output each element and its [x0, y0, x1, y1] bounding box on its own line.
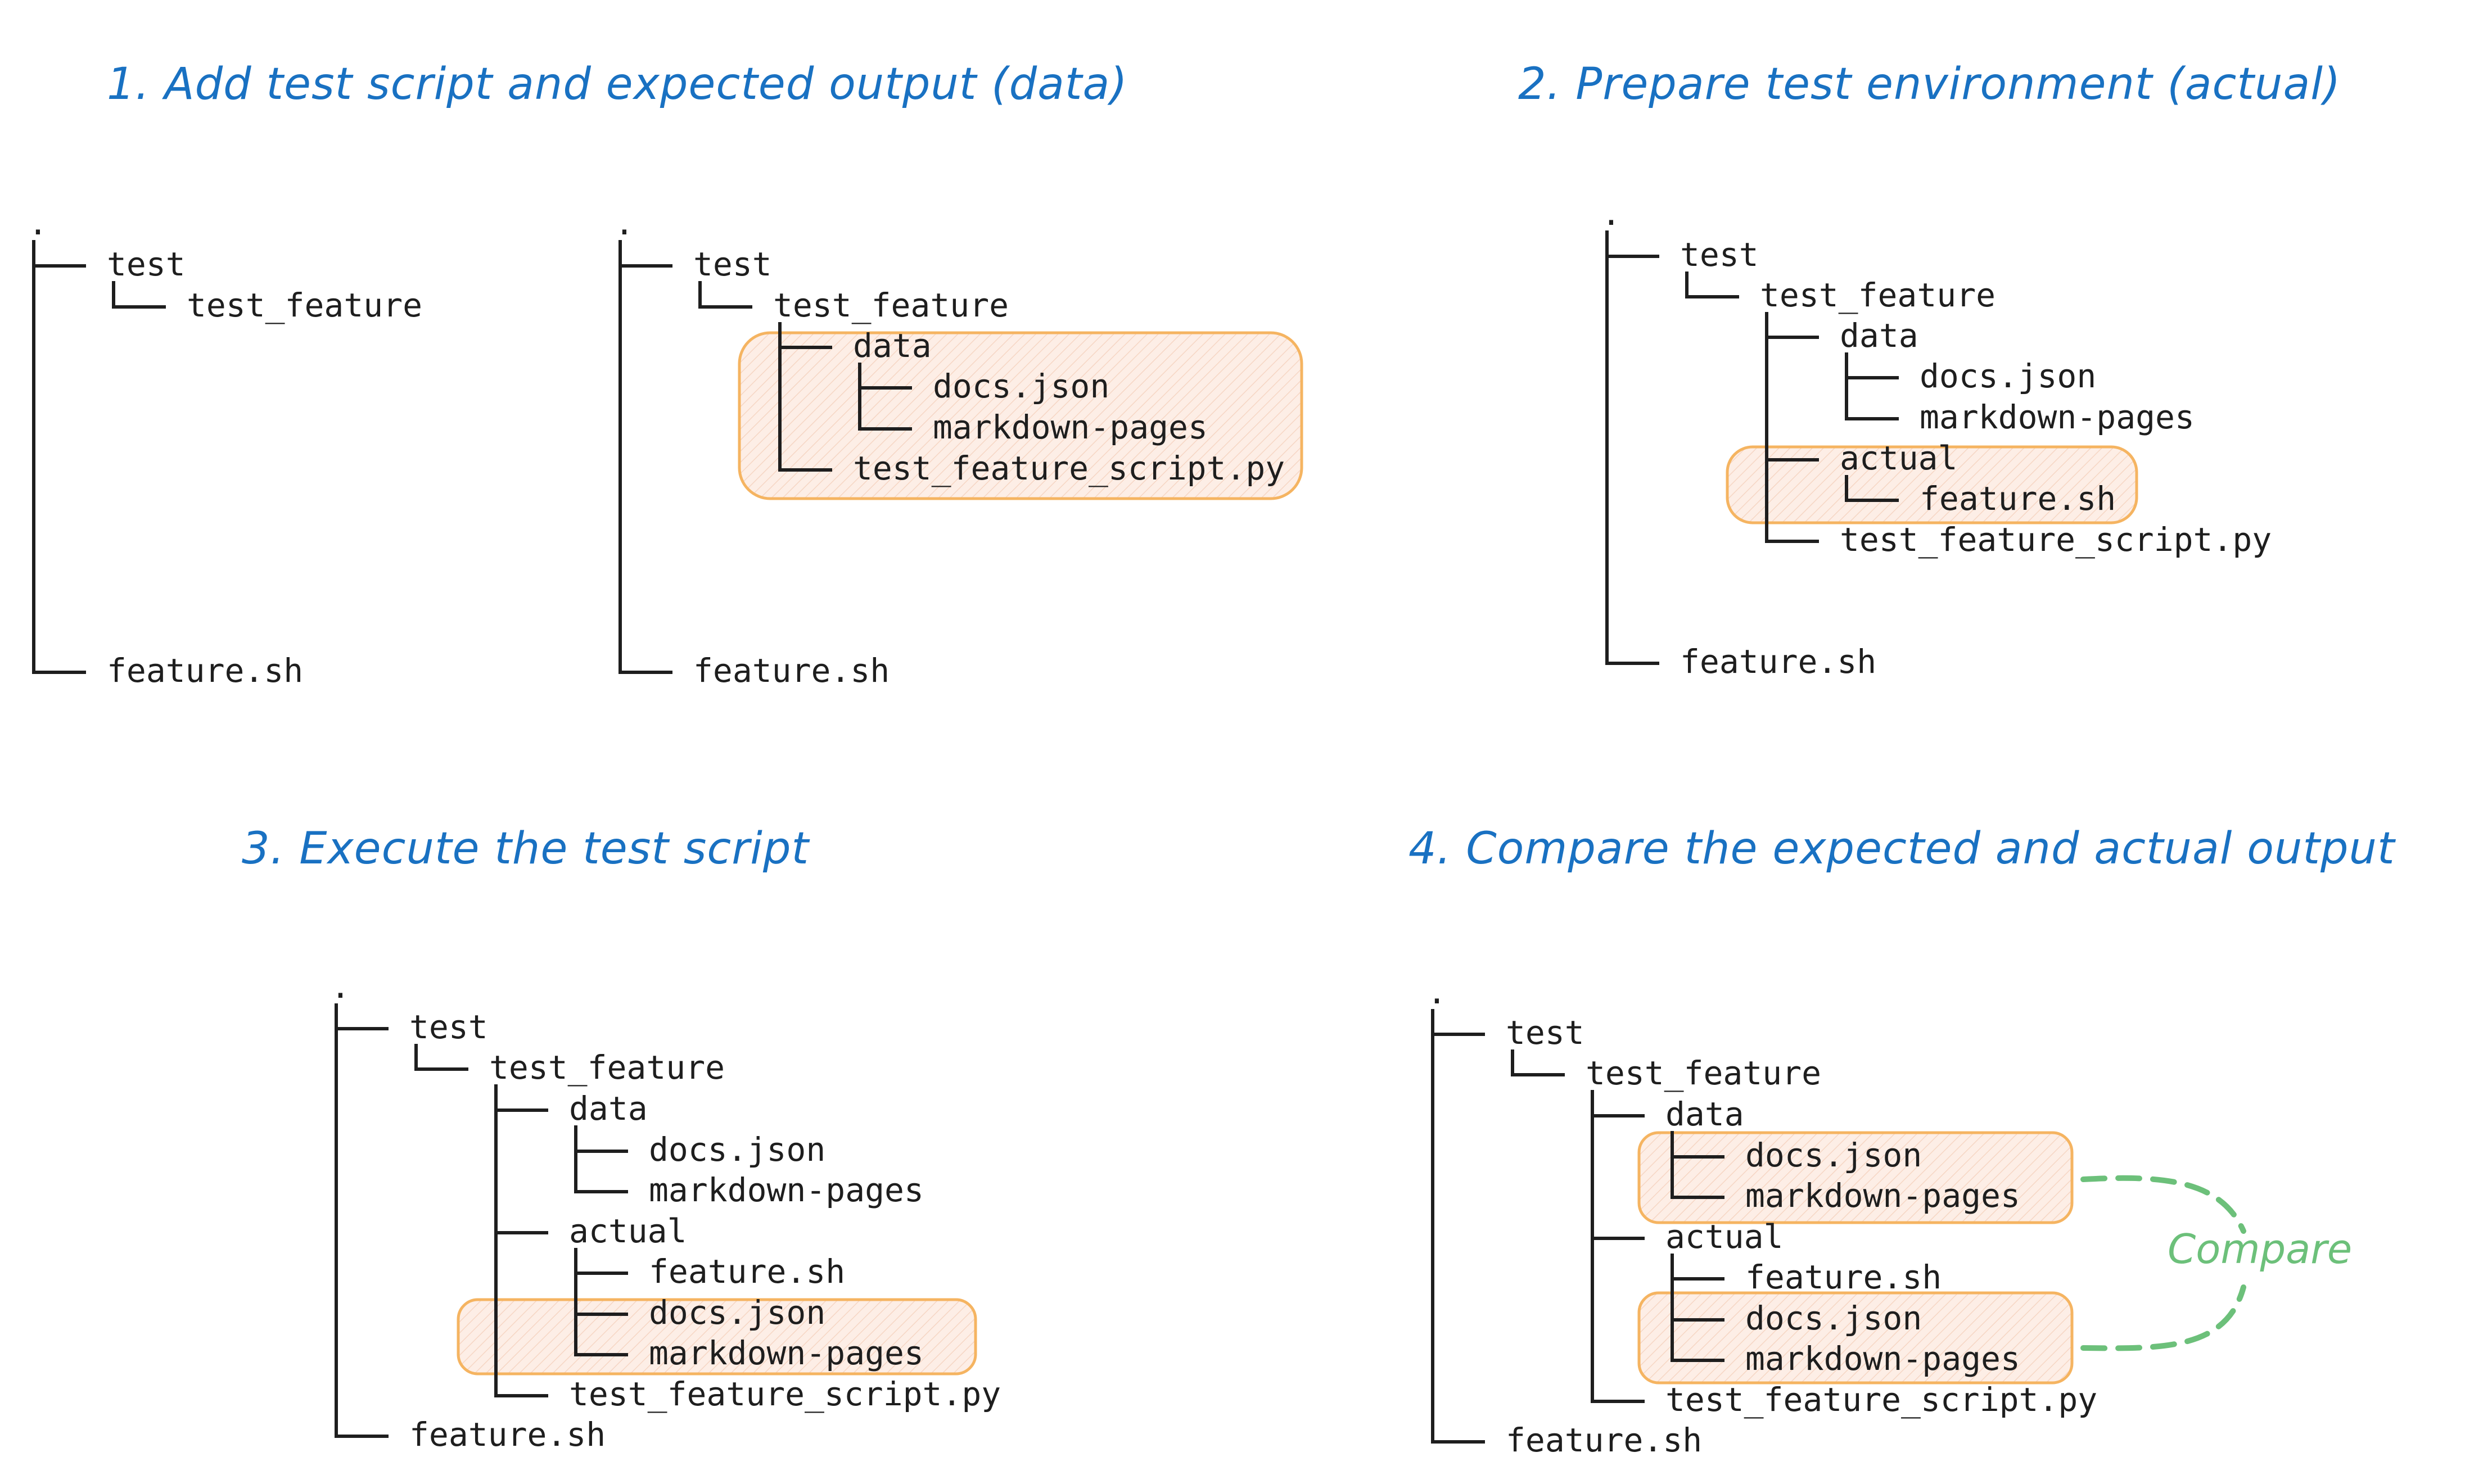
panel-1-title: 1. Add test script and expected output (…: [107, 59, 1128, 110]
tree-node-feature-sh: feature.sh: [649, 1252, 846, 1291]
tree-root: .: [1427, 973, 1447, 1011]
tree-node-docs-json: docs.json: [649, 1293, 826, 1332]
compare-connector-top: [2080, 1175, 2246, 1234]
tree-node-data: data: [1665, 1095, 1744, 1133]
tree-node-actual: actual: [1665, 1218, 1784, 1256]
tree-node-test-feature-script-py: test_feature_script.py: [1665, 1381, 2098, 1419]
tree-node-test: test: [693, 245, 772, 283]
tree-node-data: data: [569, 1089, 648, 1128]
tree-node-docs-json: docs.json: [933, 367, 1110, 405]
tree-node-test-feature: test_feature: [187, 286, 423, 324]
tree-node-data: data: [1840, 316, 1918, 355]
tree-node-test: test: [107, 245, 186, 283]
tree-node-feature-sh: feature.sh: [1680, 643, 1877, 681]
tree-node-test-feature: test_feature: [773, 286, 1009, 324]
highlight-box-expected: [1637, 1131, 2074, 1224]
tree-node-docs-json: docs.json: [1745, 1299, 1922, 1337]
tree-node-test: test: [1680, 236, 1759, 274]
tree-node-docs-json: docs.json: [649, 1130, 826, 1169]
highlight-box-data-script: [738, 331, 1303, 500]
tree-root: .: [615, 204, 634, 242]
tree-node-docs-json: docs.json: [1920, 357, 2097, 395]
tree-node-markdown-pages: markdown-pages: [1745, 1177, 2020, 1215]
compare-connector-bottom: [2080, 1284, 2246, 1351]
tree-node-feature-sh: feature.sh: [693, 651, 890, 690]
tree-node-markdown-pages: markdown-pages: [649, 1334, 924, 1372]
tree-node-test-feature: test_feature: [1760, 276, 1996, 314]
tree-node-feature-sh: feature.sh: [409, 1415, 606, 1454]
panel-4-title: 4. Compare the expected and actual outpu…: [1408, 824, 2395, 874]
tree-node-test: test: [409, 1008, 488, 1046]
panel-2-title: 2. Prepare test environment (actual): [1518, 59, 2341, 110]
highlight-box-actual-out: [1637, 1291, 2074, 1385]
tree-root: .: [331, 967, 350, 1006]
tree-node-test-feature-script-py: test_feature_script.py: [1840, 521, 2272, 559]
tree-node-test-feature-script-py: test_feature_script.py: [853, 449, 1285, 487]
tree-root: .: [1601, 194, 1621, 233]
tree-node-markdown-pages: markdown-pages: [1920, 398, 2195, 436]
tree-node-feature-sh: feature.sh: [107, 651, 304, 690]
tree-root: .: [28, 204, 48, 242]
panel-3-title: 3. Execute the test script: [242, 824, 810, 874]
tree-node-docs-json: docs.json: [1745, 1136, 1922, 1174]
tree-node-test-feature: test_feature: [1586, 1054, 1822, 1092]
tree-node-feature-sh: feature.sh: [1745, 1258, 1942, 1296]
tree-node-test: test: [1506, 1014, 1584, 1052]
tree-node-test-feature-script-py: test_feature_script.py: [569, 1375, 1001, 1413]
tree-node-actual: actual: [569, 1212, 687, 1250]
tree-node-markdown-pages: markdown-pages: [649, 1171, 924, 1209]
highlight-box-actual: [1726, 445, 2138, 524]
tree-node-data: data: [853, 327, 932, 365]
tree-node-markdown-pages: markdown-pages: [933, 408, 1208, 446]
tree-node-feature-sh: feature.sh: [1920, 479, 2116, 518]
tree-node-markdown-pages: markdown-pages: [1745, 1340, 2020, 1378]
compare-label: Compare: [2168, 1225, 2353, 1273]
tree-node-test-feature: test_feature: [489, 1048, 725, 1087]
tree-node-actual: actual: [1840, 439, 1958, 477]
tree-node-feature-sh: feature.sh: [1506, 1421, 1703, 1459]
